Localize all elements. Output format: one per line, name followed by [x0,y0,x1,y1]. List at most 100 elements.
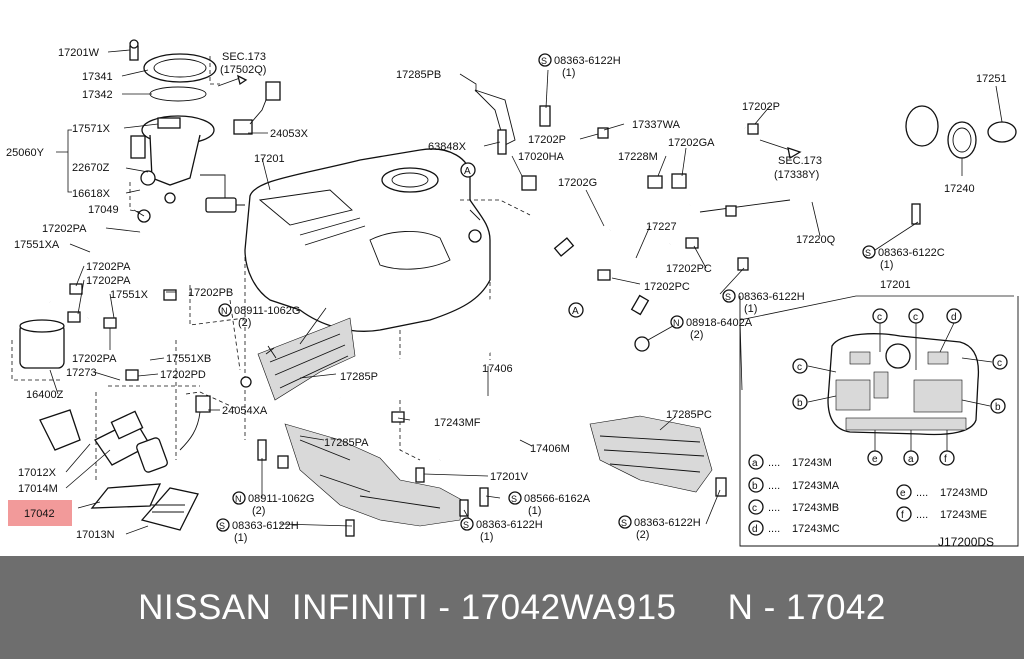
s-marker: S [460,517,474,531]
s-marker: S [862,245,876,259]
label-s08363-6122c: 08363-6122C [878,247,945,259]
inset-marker: e [867,450,883,466]
label-17285pb: 17285PB [396,69,441,81]
label-s08363-6122h-b1-qty: (1) [234,532,247,544]
label-17228m: 17228M [618,151,658,163]
label-17202pa-4: 17202PA [72,353,117,365]
svg-text:c: c [752,503,757,514]
label-s08363-6122h-top-qty: (1) [562,67,575,79]
n-marker: N [218,303,232,317]
left-hoses [45,231,177,381]
label-s08363-6122h-b3: 08363-6122H [634,517,701,529]
label-17201v: 17201V [490,471,529,483]
label-17251: 17251 [976,73,1007,85]
svg-text:S: S [621,518,627,528]
label-17240: 17240 [944,183,975,195]
fuel-tank [189,148,491,461]
label-17227: 17227 [646,221,677,233]
fasteners [240,345,727,537]
svg-text:....: .... [916,487,928,499]
a-marker: A [460,162,476,178]
label-17551xa: 17551XA [14,239,60,251]
label-17049: 17049 [88,204,119,216]
label-17406: 17406 [482,363,513,375]
label-sec173-b-sub: (17338Y) [774,169,819,181]
label-17551xb: 17551XB [166,353,211,365]
svg-text:S: S [725,292,731,302]
svg-text:b: b [995,402,1001,413]
label-s08363-6122h-b2-qty: (1) [480,531,493,543]
inset-marker: b [792,394,808,410]
label-17020ha: 17020HA [518,151,565,163]
filter-and-pump [11,319,236,531]
label-n08911-1062g-top: 08911-1062G [234,305,300,317]
part-labels: 17201W 17341 17342 SEC.173 (17502Q) 2405… [6,47,1007,549]
label-17201w: 17201W [58,47,100,59]
label-17342: 17342 [82,89,113,101]
label-17202ga: 17202GA [668,137,715,149]
label-s08566-6162a: 08566-6162A [524,493,591,505]
legend-item-f: f....17243ME [896,506,987,522]
svg-text:17243MA: 17243MA [792,480,840,492]
s-marker: S [538,53,552,67]
label-n08918-6402a-qty: (2) [690,329,703,341]
label-s08363-6122h-b1: 08363-6122H [232,520,299,532]
legend-item-a: a....17243M [748,454,832,470]
s-markers: S S S S S S S [216,53,876,532]
label-17202p-mid: 17202P [528,134,566,146]
highlight-17042: 17042 [8,500,72,526]
svg-text:S: S [511,494,517,504]
svg-text:c: c [797,362,802,373]
label-17243mf: 17243MF [434,417,481,429]
label-s08363-6122c-qty: (1) [880,259,893,271]
label-17202pa-3: 17202PA [86,275,131,287]
svg-text:S: S [463,520,469,530]
label-s08363-6122h-r: 08363-6122H [738,291,805,303]
svg-text:S: S [865,248,871,258]
label-n08918-6402a: 08918-6402A [686,317,753,329]
part-number-banner: NISSAN INFINITI - 17042WA915 N - 17042 [0,556,1024,659]
label-24053x: 24053X [270,128,309,140]
svg-text:....: .... [768,480,780,492]
svg-text:e: e [900,488,906,499]
svg-text:....: .... [768,457,780,469]
legend: a....17243M b....17243MA c....17243MB d.… [748,454,988,536]
label-sec173-b: SEC.173 [778,155,822,167]
label-16400z: 16400Z [26,389,64,401]
tank-straps [339,237,650,462]
label-17013n: 17013N [76,529,115,541]
label-n08911-1062g-bot-qty: (2) [252,505,265,517]
a-markers: A A [460,162,584,318]
label-s08566-6162a-qty: (1) [528,505,541,517]
legend-item-d: d....17243MC [748,520,840,536]
svg-text:17243MD: 17243MD [940,487,988,499]
label-17273: 17273 [66,367,97,379]
label-17285pa: 17285PA [324,437,369,449]
svg-text:S: S [219,521,225,531]
s-marker: S [216,518,230,532]
label-s08363-6122h-b2: 08363-6122H [476,519,543,531]
svg-text:f: f [944,454,947,465]
label-s08363-6122h-top: 08363-6122H [554,55,621,67]
label-17406m: 17406M [530,443,570,455]
label-s08363-6122h-b3-qty: (2) [636,529,649,541]
inset-marker: d [946,308,962,324]
heat-shields [257,317,713,527]
label-17202pa-2: 17202PA [86,261,131,273]
leader-lines [49,49,1014,535]
legend-item-e: e.... 17243MD [896,484,988,500]
inset-marker: b [990,398,1006,414]
svg-text:d: d [951,312,957,323]
svg-text:A: A [464,166,471,177]
svg-text:f: f [901,510,904,521]
svg-text:N: N [673,318,680,328]
svg-text:S: S [541,56,547,66]
a-marker: A [568,302,584,318]
n-marker: N [670,315,684,329]
svg-text:17243MC: 17243MC [792,523,840,535]
label-63848x: 63848X [428,141,467,153]
svg-text:c: c [997,358,1002,369]
inset-marker: c [908,308,924,324]
label-sec173-a-sub: (17502Q) [220,64,266,76]
label-17012x: 17012X [18,467,57,479]
